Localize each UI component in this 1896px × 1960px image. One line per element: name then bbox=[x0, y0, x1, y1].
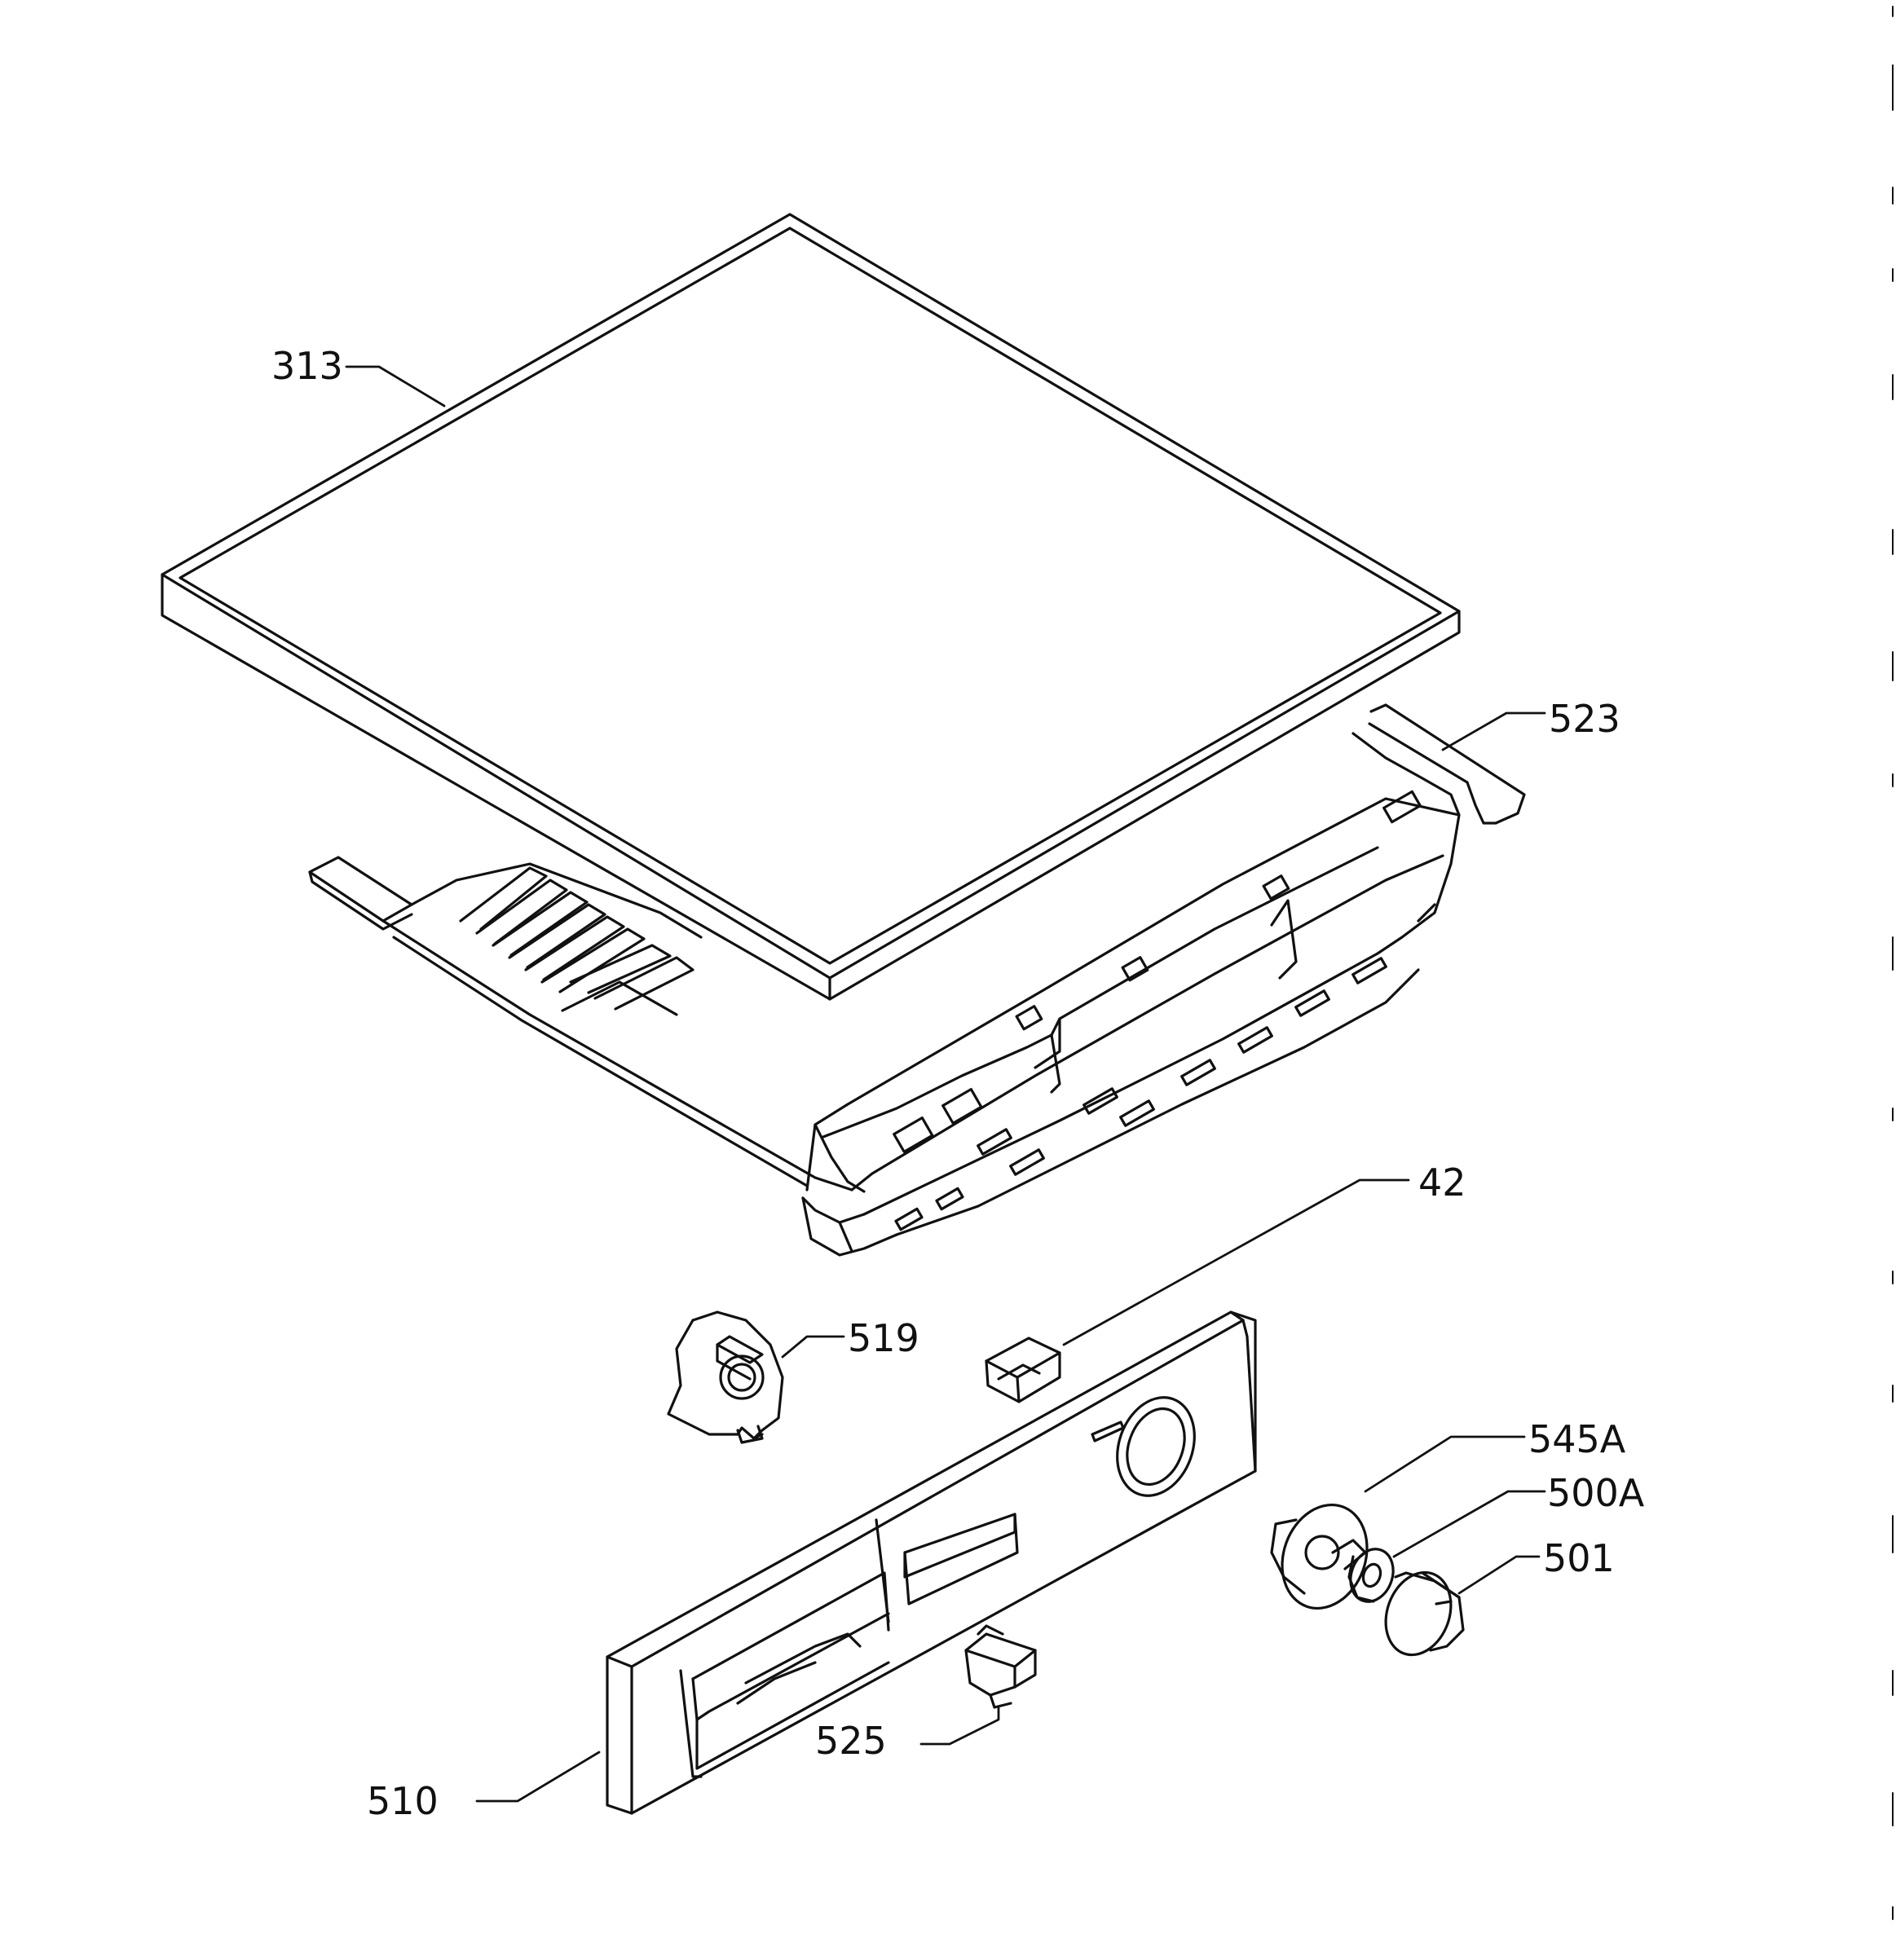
label-545a: 545A bbox=[1528, 1417, 1626, 1461]
label-42: 42 bbox=[1418, 1161, 1466, 1205]
label-501: 501 bbox=[1543, 1536, 1615, 1580]
top-cover-313 bbox=[161, 213, 1461, 1001]
control-panel-510 bbox=[606, 1310, 1257, 1815]
label-519: 519 bbox=[848, 1316, 919, 1360]
label-523: 523 bbox=[1549, 697, 1620, 741]
label-500a: 500A bbox=[1547, 1471, 1645, 1515]
leader-lines bbox=[345, 365, 1546, 1803]
label-525: 525 bbox=[815, 1719, 887, 1763]
lamp-holder-42 bbox=[985, 1337, 1061, 1403]
knob-bush-545a bbox=[1270, 1503, 1369, 1610]
switch-525 bbox=[964, 1624, 1037, 1709]
label-510: 510 bbox=[367, 1779, 439, 1823]
panel-frame-523 bbox=[308, 703, 1526, 1257]
knob-ring-500a bbox=[1347, 1548, 1395, 1603]
label-313: 313 bbox=[271, 344, 343, 388]
switch-bracket-519 bbox=[667, 1310, 784, 1444]
knob-501 bbox=[1384, 1570, 1465, 1657]
